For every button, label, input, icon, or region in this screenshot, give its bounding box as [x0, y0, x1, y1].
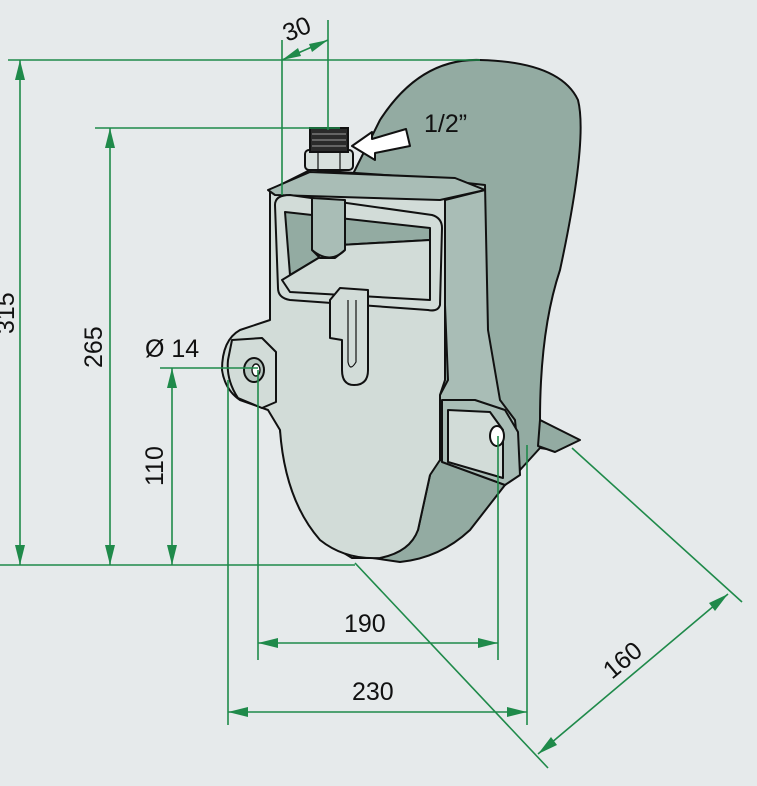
bowl-rim — [267, 171, 486, 201]
right-pocket-inner — [447, 409, 504, 479]
label-230: 230 — [352, 678, 394, 706]
valve-paddle-slot — [347, 300, 357, 368]
label-hole-diameter: Ø 14 — [145, 335, 199, 363]
label-265: 265 — [80, 326, 108, 368]
label-160: 160 — [598, 636, 648, 684]
valve-paddle — [329, 287, 369, 386]
threaded-inlet — [304, 127, 354, 171]
label-30: 30 — [279, 11, 315, 47]
supply-pipe-bottom — [311, 249, 346, 259]
thread-arrow-icon — [351, 128, 411, 161]
label-190: 190 — [344, 610, 386, 638]
label-315: 315 — [0, 292, 20, 334]
supply-pipe — [311, 197, 346, 259]
back-flange-tab — [537, 419, 581, 453]
dimension-lines — [0, 20, 743, 769]
water-bowl-illustration — [221, 58, 582, 563]
label-110: 110 — [141, 446, 169, 486]
bowl-basin — [279, 429, 431, 560]
label-thread: 1/2” — [424, 110, 467, 138]
right-mounting-hole — [489, 425, 505, 447]
dim-160-line — [537, 593, 729, 755]
